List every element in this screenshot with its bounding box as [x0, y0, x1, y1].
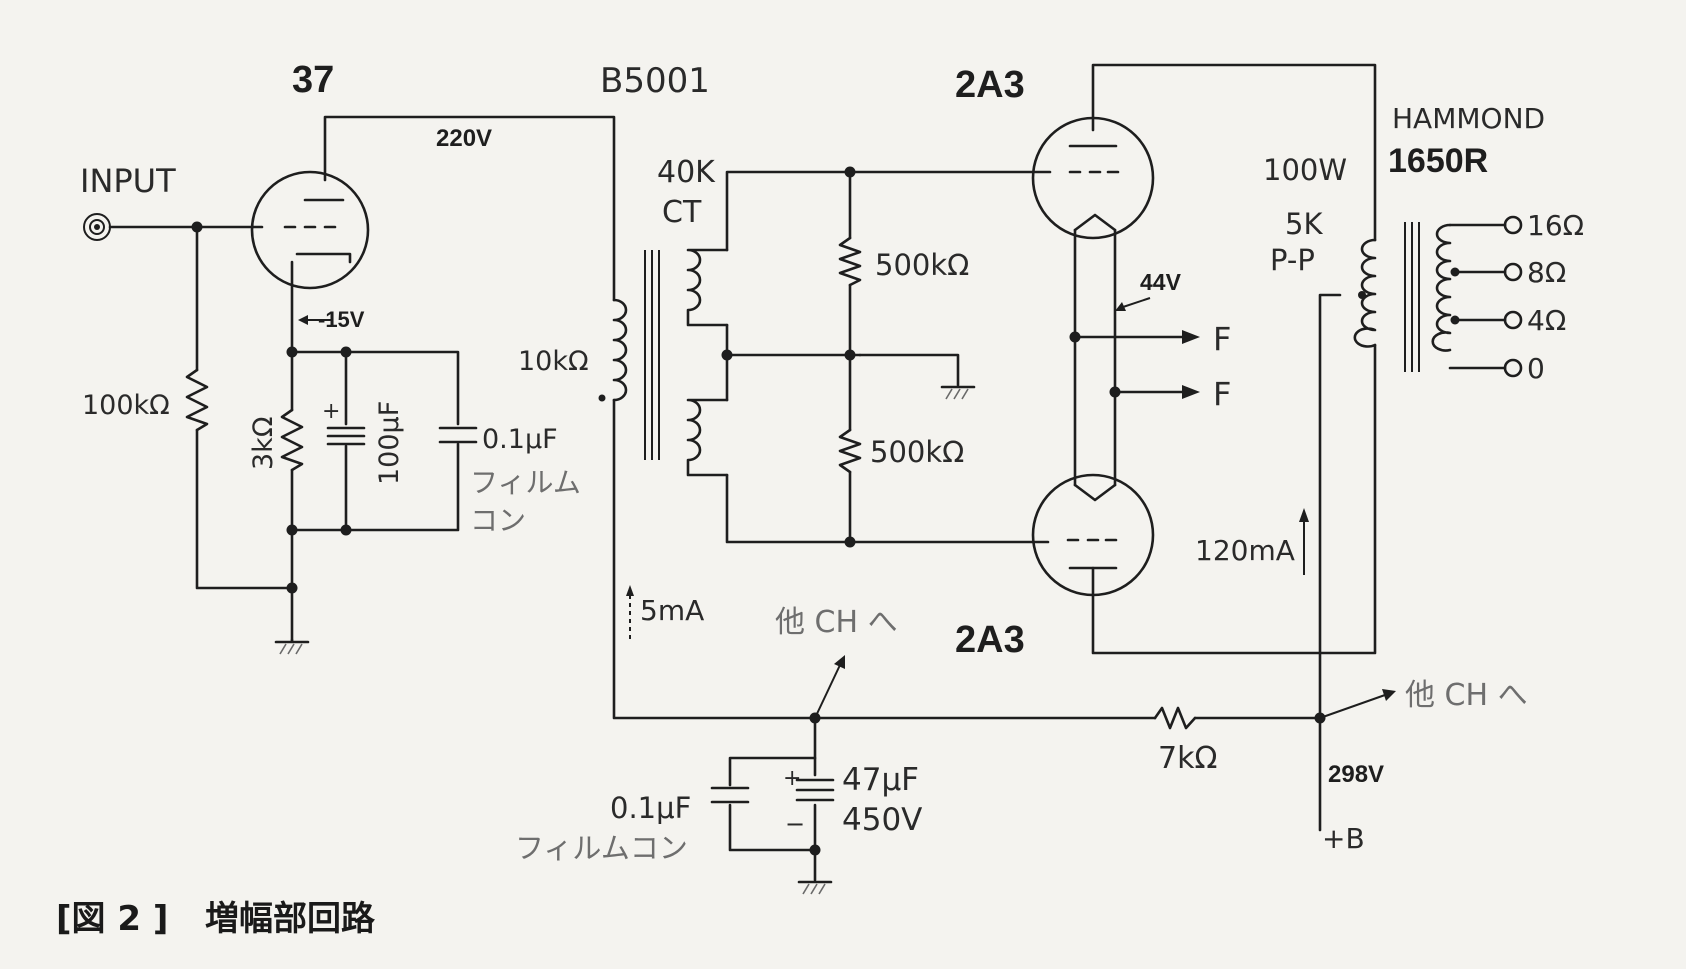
interstage-ct-label: CT — [662, 195, 702, 230]
resistor-7k-icon — [1153, 706, 1197, 730]
film-cap-label-b: コン — [470, 504, 526, 537]
resistor-500k-top-icon — [838, 236, 862, 287]
grid-return-wire — [195, 225, 294, 590]
interstage-transformer-icon — [598, 248, 729, 477]
tap-0-label: 0 — [1527, 352, 1545, 385]
output-transformer-pp: P-P — [1270, 243, 1315, 277]
secondary-tap-wire — [1448, 223, 1507, 370]
grid-resistor-label: 100kΩ — [82, 390, 170, 421]
svg-text:+: + — [322, 399, 340, 424]
ground-driver-icon — [274, 638, 310, 655]
tube-2a3-bottom-label: 2A3 — [955, 619, 1025, 661]
other-ch-arrow-2 — [1319, 689, 1396, 719]
cathode-voltage-label: -15V — [318, 307, 365, 332]
input-label: INPUT — [80, 162, 176, 200]
resistor-3k-icon — [280, 408, 304, 472]
input-jack-icon — [83, 213, 111, 241]
cathode-resistor-label: 3kΩ — [248, 417, 279, 470]
tap-4-label: 4Ω — [1527, 304, 1566, 337]
resistor-100k-icon — [185, 368, 209, 432]
bypass-capacitor-label: 0.1μF — [482, 424, 558, 455]
voltage-marker-cathode — [298, 315, 332, 325]
tube-37-icon — [250, 170, 370, 290]
output-transformer-icon — [1353, 222, 1460, 372]
filament-tap-wire — [1073, 335, 1192, 394]
primary-return-wire — [612, 398, 1322, 720]
capacitor-100uf-icon: + — [322, 399, 366, 446]
psu-film-wire — [728, 756, 817, 852]
voltage-marker-filament — [1115, 297, 1151, 311]
interstage-transformer-label: B5001 — [600, 61, 710, 101]
dropping-resistor-label: 7kΩ — [1158, 741, 1217, 776]
filament-voltage-label: 44V — [1140, 269, 1182, 295]
current-arrow-output — [1299, 508, 1309, 575]
interstage-secondary-label: 40K — [657, 155, 716, 190]
bottom-plate-wire — [1091, 343, 1377, 655]
top-plate-wire — [1091, 63, 1377, 242]
output-transformer-brand: HAMMOND — [1392, 102, 1545, 135]
speaker-terminals — [1503, 215, 1523, 378]
output-current-label: 120mA — [1195, 534, 1295, 567]
psu-electrolytic-voltage: 450V — [842, 802, 922, 838]
current-arrow-driver — [626, 585, 634, 640]
filament-label-2: F — [1213, 375, 1231, 413]
secondary-wire — [725, 170, 1052, 544]
junction-dots — [191, 166, 1326, 856]
psu-electrolytic-label: 47μF — [842, 762, 919, 798]
filament-arrows — [1182, 330, 1200, 399]
tube-37-label: 37 — [292, 59, 334, 101]
other-channel-label-2: 他 CH へ — [1405, 678, 1528, 713]
psu-film-cap-name: フィルムコン — [515, 831, 688, 865]
tap-8-label: 8Ω — [1527, 256, 1566, 289]
figure-title: 増幅部回路 — [205, 899, 376, 939]
other-channel-label-1: 他 CH へ — [775, 605, 898, 640]
plate-voltage-label: 220V — [436, 125, 492, 152]
svg-text:+: + — [783, 766, 801, 791]
b-plus-label: +B — [1322, 822, 1365, 855]
wiring — [108, 63, 1507, 882]
cathode-capacitor-label: 100μF — [374, 401, 405, 485]
tube-2a3-bottom-icon — [1031, 473, 1155, 597]
tap-16-label: 16Ω — [1527, 209, 1584, 242]
ct-ground-wire — [858, 353, 960, 387]
film-cap-label-a: フィルム — [470, 466, 581, 499]
filament-wire — [1073, 228, 1117, 487]
tube-2a3-top-icon — [1031, 116, 1155, 240]
bias-resistor-top-label: 500kΩ — [875, 248, 969, 282]
ground-ct-icon — [940, 385, 976, 400]
psu-film-cap-label: 0.1μF — [610, 791, 691, 825]
filament-label-1: F — [1213, 320, 1231, 358]
capacitor-psu-electrolytic-icon: + − — [783, 766, 835, 838]
tube-2a3-top-label: 2A3 — [955, 64, 1025, 106]
bias-resistor-bottom-label: 500kΩ — [870, 435, 964, 469]
figure-number: [図 2 ] — [56, 899, 168, 939]
supply-voltage-label: 298V — [1328, 761, 1384, 788]
driver-current-label: 5mA — [640, 594, 704, 627]
interstage-primary-label: 10kΩ — [518, 346, 589, 377]
plate-wire — [323, 115, 616, 302]
output-transformer-impedance: 5K — [1285, 207, 1323, 241]
svg-text:−: − — [785, 810, 805, 838]
output-transformer-model: 1650R — [1388, 142, 1488, 180]
output-transformer-power: 100W — [1263, 153, 1347, 187]
capacitor-bypass-icon — [438, 426, 478, 444]
other-ch-arrow-1 — [814, 655, 845, 719]
center-tap-wire — [1318, 293, 1342, 832]
resistor-500k-bottom-icon — [838, 428, 862, 474]
capacitor-psu-film-icon — [710, 786, 750, 804]
ground-psu-icon — [797, 880, 833, 895]
